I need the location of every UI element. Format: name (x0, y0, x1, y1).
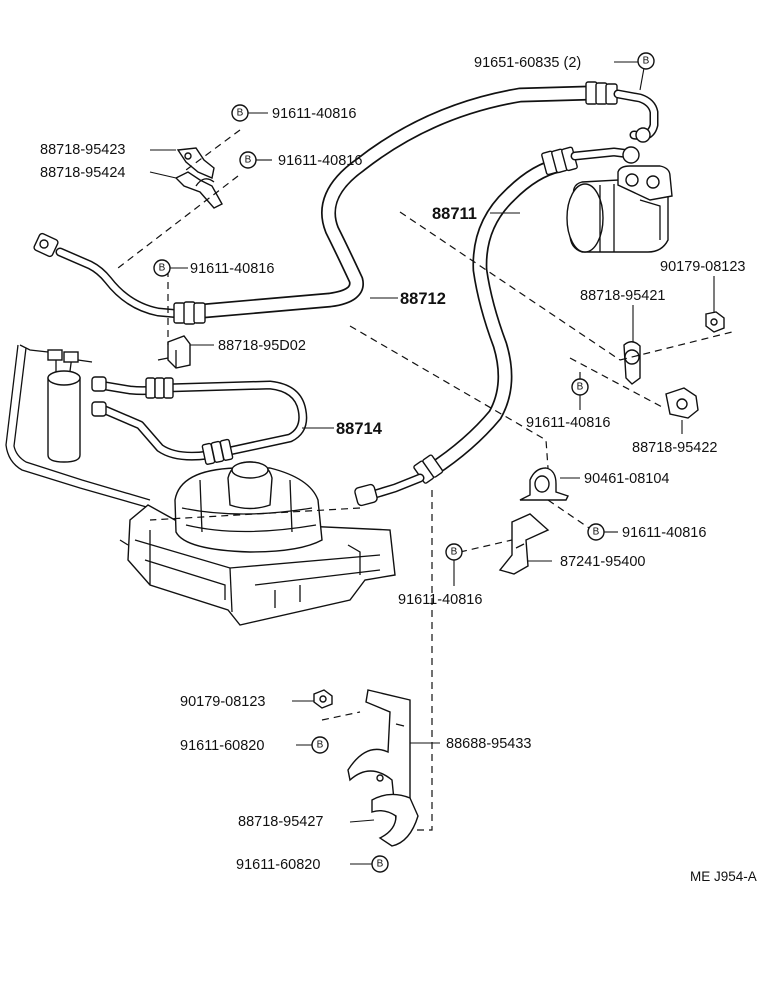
callout-91611-40816-b: 91611-40816 (278, 153, 362, 169)
callout-91611-40816-d: 91611-40816 (526, 415, 610, 431)
svg-text:B: B (377, 859, 384, 870)
svg-text:B: B (643, 56, 650, 67)
callout-88688-95433: 88688-95433 (446, 736, 531, 752)
hose-88711 (354, 146, 640, 507)
callout-88718-95427: 88718-95427 (238, 814, 323, 830)
hose-88712 (33, 81, 659, 325)
callout-88718-95423: 88718-95423 (40, 142, 125, 158)
callout-88712: 88712 (400, 290, 446, 308)
callout-90461-08104: 90461-08104 (584, 471, 669, 487)
clamp-88718-95d02 (157, 335, 191, 369)
clamp-90461-08104 (519, 467, 569, 501)
assembly-dashed-lines (117, 129, 733, 831)
callout-88711: 88711 (432, 205, 477, 223)
nut-90179-08123-lower (313, 689, 333, 709)
bolt-symbol-8: B (311, 736, 329, 754)
nut-90179-08123-right (705, 311, 725, 333)
svg-text:B: B (593, 527, 600, 538)
callout-88714: 88714 (336, 420, 383, 438)
callout-87241-95400: 87241-95400 (560, 554, 645, 570)
bolt-symbol-7: B (445, 543, 463, 561)
part-labels: 91651-60835 (2) 91611-40816 88718-95423 … (40, 55, 757, 884)
svg-text:B: B (159, 263, 166, 274)
bolt-symbol-9: B (371, 855, 389, 873)
callout-88718-95422: 88718-95422 (632, 440, 717, 456)
clamp-88718-95427 (371, 793, 419, 847)
bolt-symbol-6: B (587, 523, 605, 541)
callout-90179-08123-right: 90179-08123 (660, 259, 745, 275)
compressor (566, 165, 673, 253)
callout-91611-40816-a: 91611-40816 (272, 106, 356, 122)
callout-91651-60835: 91651-60835 (2) (474, 55, 581, 71)
bolt-symbol-2: B (231, 104, 249, 122)
callout-91611-60820-a: 91611-60820 (180, 738, 264, 754)
callout-90179-08123-lower: 90179-08123 (180, 694, 265, 710)
bracket-87241-95400 (498, 513, 550, 575)
clamp-88718-95424 (174, 171, 223, 209)
callout-88718-95421: 88718-95421 (580, 288, 665, 304)
bolt-symbol-4: B (153, 259, 171, 277)
clamp-88718-95422 (665, 387, 699, 419)
svg-text:B: B (577, 382, 584, 393)
condenser-assembly (5, 344, 396, 626)
callout-88718-95d02: 88718-95D02 (218, 338, 306, 354)
bolt-symbol-5: B (571, 378, 589, 396)
callout-91611-40816-f: 91611-40816 (398, 592, 482, 608)
callout-91611-40816-c: 91611-40816 (190, 261, 274, 277)
tube-88714 (91, 376, 308, 465)
svg-text:B: B (317, 740, 324, 751)
svg-text:B: B (451, 547, 458, 558)
receiver-drier (19, 344, 93, 463)
svg-text:B: B (245, 155, 252, 166)
bolt-symbol-3: B (239, 151, 257, 169)
leader-lines (149, 61, 715, 865)
diagram-reference-code: ME J954-A (690, 869, 757, 884)
callout-91611-40816-e: 91611-40816 (622, 525, 706, 541)
svg-text:B: B (237, 108, 244, 119)
callout-91611-60820-b: 91611-60820 (236, 857, 320, 873)
callout-88718-95424: 88718-95424 (40, 165, 125, 181)
hose-end-fitting (33, 232, 59, 258)
bolt-symbol-1: B (637, 52, 655, 70)
clamp-88718-95421 (623, 341, 641, 385)
